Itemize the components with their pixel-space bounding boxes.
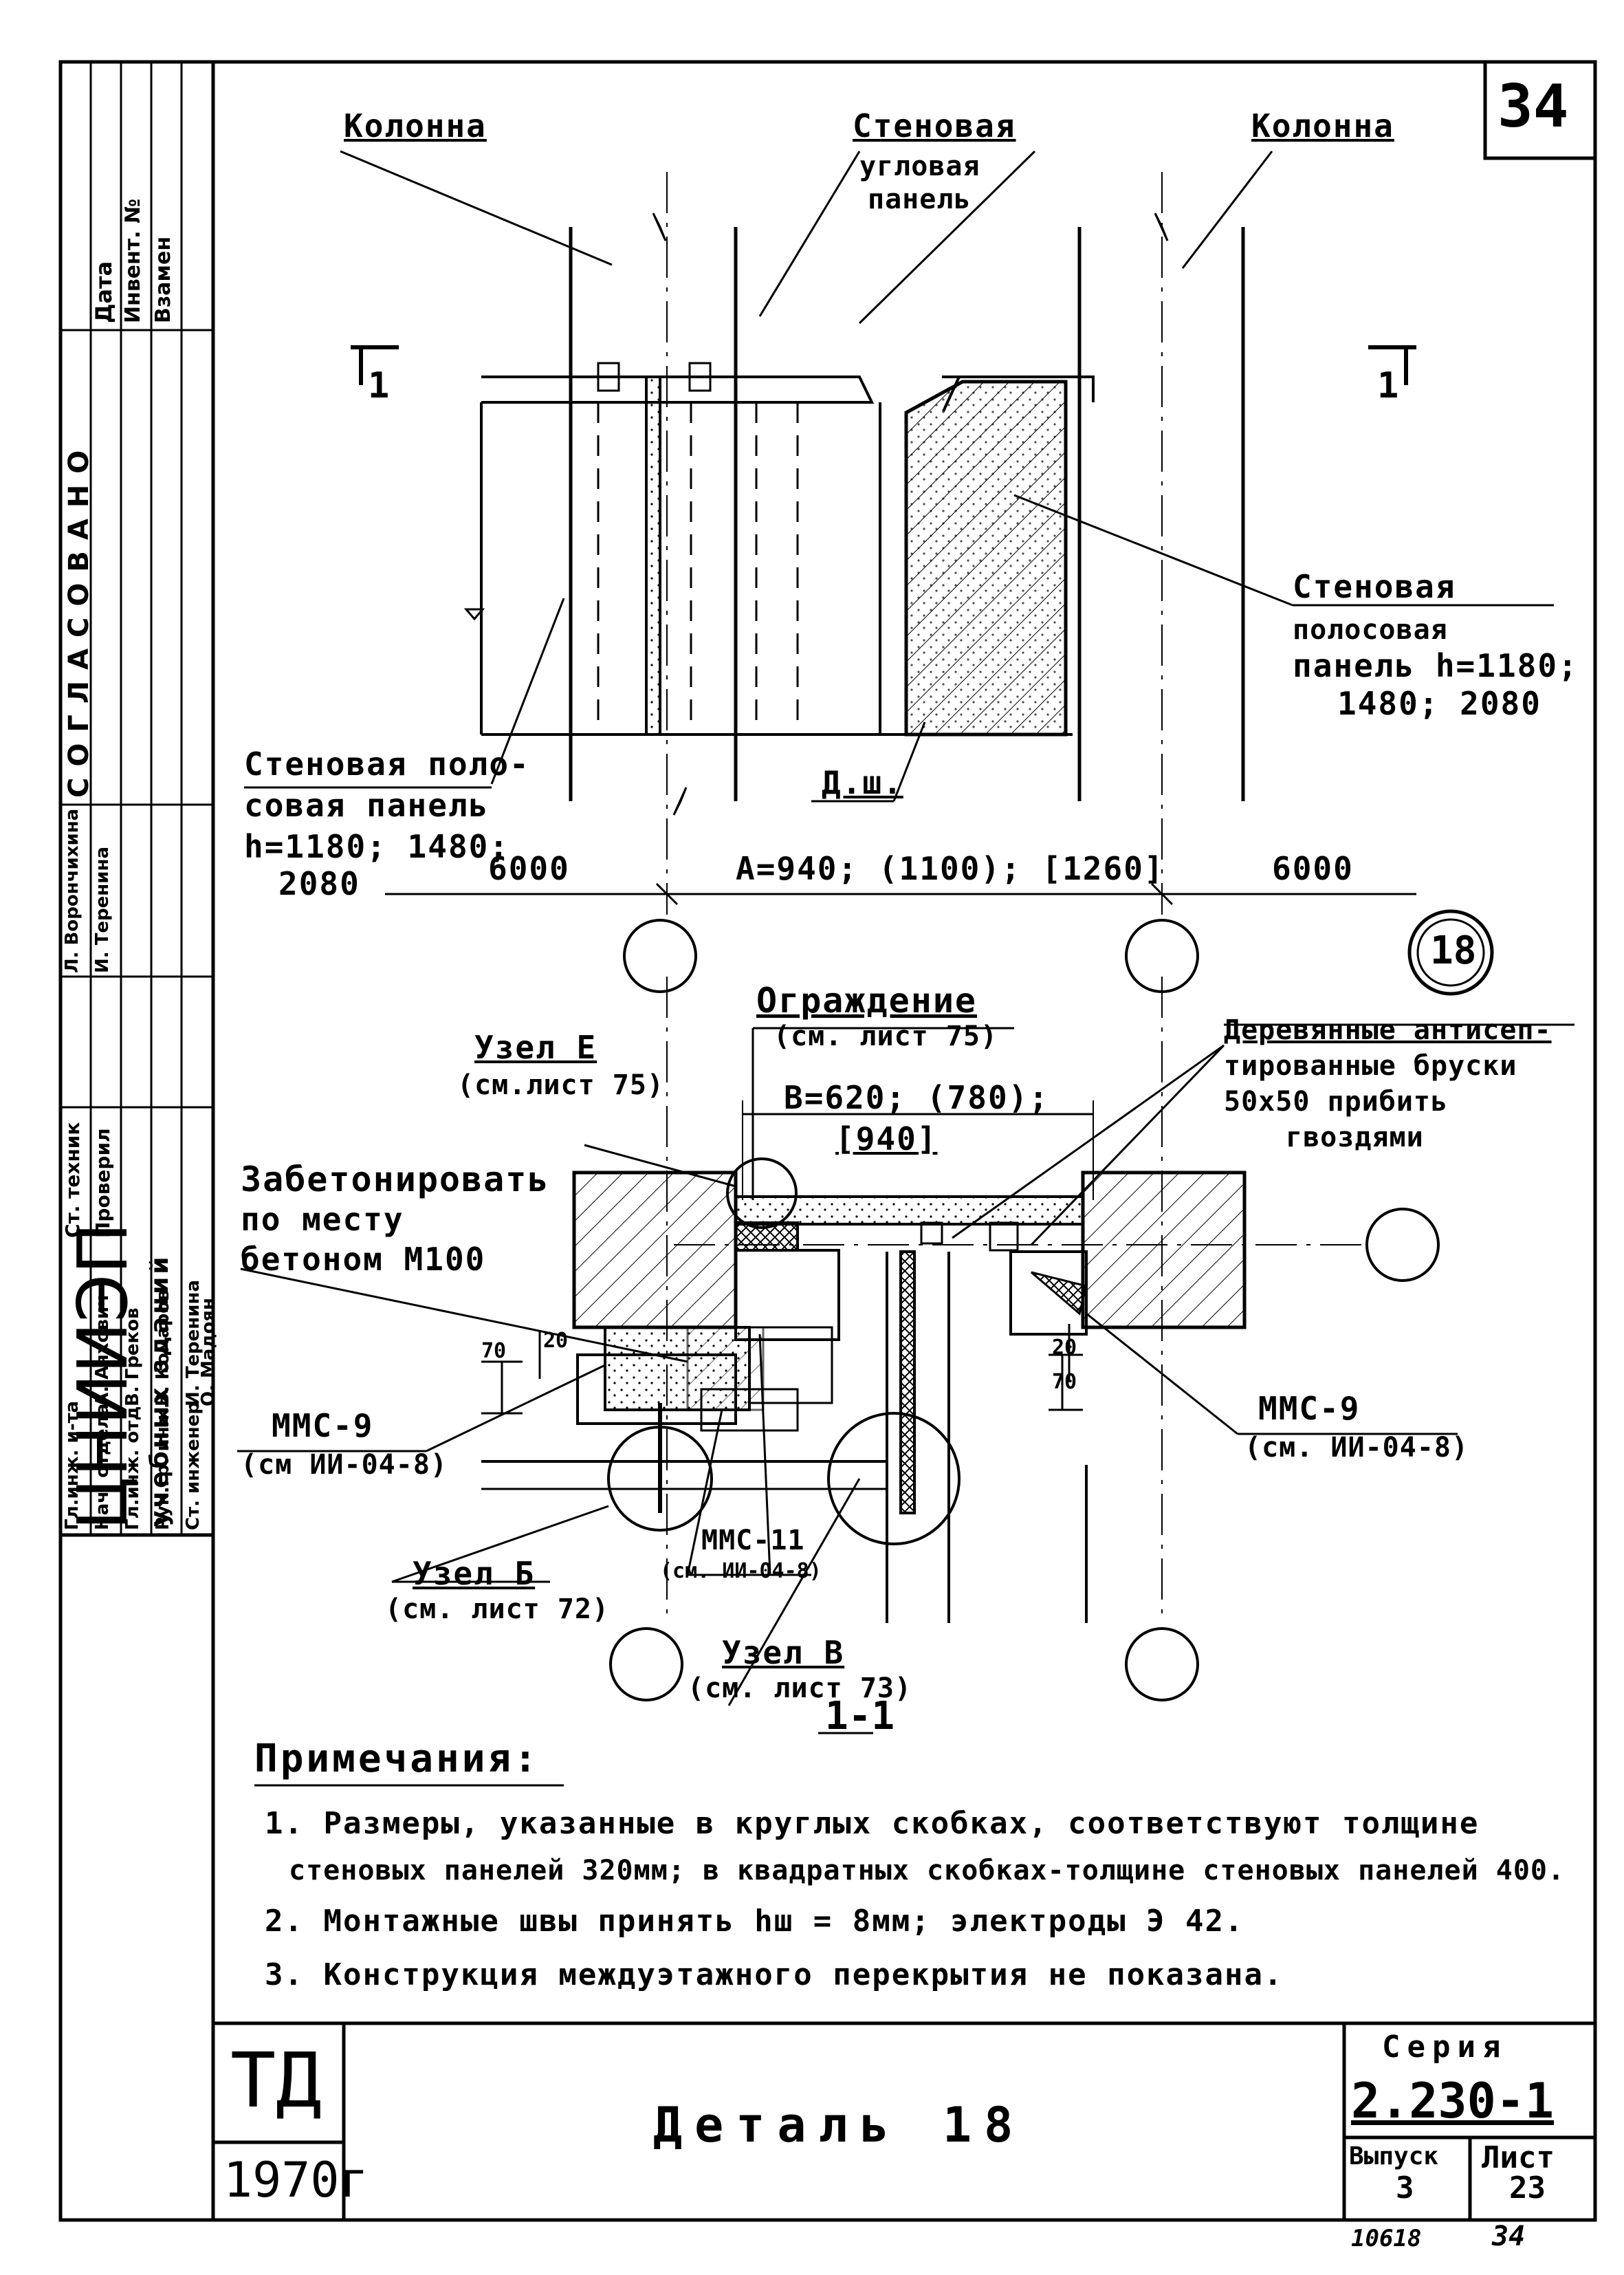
detail-number: 18: [1430, 928, 1477, 973]
series-value: 2.230-1: [1351, 2073, 1555, 2129]
note-1: 1. Размеры, указанные в круглых скобках,…: [265, 1806, 1480, 1841]
issue-value: 3: [1396, 2170, 1414, 2206]
bottom-right-number: 34: [1492, 2221, 1526, 2252]
label-node-v-1: Узел В: [722, 1634, 845, 1671]
label-bars-3: 50х50 прибить: [1224, 1086, 1449, 1118]
label-bars-2: тированные бруски: [1224, 1050, 1517, 1082]
notes-heading: Примечания:: [254, 1737, 540, 1781]
section-mark-left: 1: [368, 365, 390, 406]
label-node-e-2: (см.лист 75): [457, 1069, 664, 1101]
title-td: ТД: [230, 2036, 322, 2124]
dim-left: 6000: [488, 850, 570, 887]
stamp-role-4: Рук.гр. инж.: [153, 1402, 173, 1530]
label-strip-panel-right-3: панель h=1180;: [1293, 647, 1579, 684]
label-node-b-1: Узел Б: [413, 1555, 536, 1592]
stamp-role2-1: Ст. техник: [61, 1122, 84, 1238]
stamp-col-date: Дата: [91, 261, 117, 323]
stamp-role-1: Гл.инж. и-та: [62, 1400, 83, 1530]
label-concrete-3: бетоном М100: [241, 1241, 486, 1278]
dim-20-left: 20: [543, 1329, 569, 1353]
label-mms9-left-2: (см ИИ-04-8): [241, 1449, 448, 1481]
note-1b: стеновых панелей 320мм; в квадратных ско…: [289, 1855, 1566, 1886]
label-corner-panel-1: Стеновая: [853, 107, 1016, 144]
label-node-b-2: (см. лист 72): [385, 1593, 610, 1625]
label-column-right: Колонна: [1251, 107, 1394, 144]
stamp-name2-2: И. Теренина: [92, 847, 113, 973]
label-bars-4: гвоздями: [1286, 1122, 1424, 1153]
stamp-role-3: Гл.инж. отд.: [122, 1399, 143, 1530]
section-view: [237, 977, 1574, 1787]
sheet-frame: [58, 60, 1597, 2222]
label-node-e-1: Узел Е: [474, 1029, 597, 1066]
label-concrete-1: Забетонировать: [241, 1160, 550, 1199]
label-concrete-2: по месту: [241, 1201, 404, 1238]
label-fence-1: Ограждение: [756, 981, 978, 1021]
dim-b-2: [940]: [835, 1120, 938, 1157]
label-strip-panel-left-4: 2080: [278, 865, 360, 902]
dim-70-right: 70: [1052, 1370, 1077, 1394]
title-block-grid: [213, 2021, 1595, 2220]
label-strip-panel-left-1: Стеновая поло-: [244, 745, 530, 783]
label-strip-panel-right-2: полосовая: [1293, 614, 1448, 646]
stamp-col-inv: Инвент. №: [121, 198, 145, 323]
note-3: 3. Конструкция междуэтажного перекрытия …: [265, 1957, 1284, 1992]
dim-70-left: 70: [481, 1339, 507, 1363]
section-title: 1-1: [825, 1694, 895, 1739]
sheet-number-top: 34: [1497, 72, 1569, 141]
dim-right: 6000: [1272, 850, 1354, 887]
label-strip-panel-right-4: 1480; 2080: [1337, 685, 1541, 722]
label-mms11-2: (см. ИИ-04-8): [660, 1559, 822, 1583]
drawing-title: Деталь 18: [653, 2097, 1026, 2153]
stamp-name-1: А. Аяхович: [92, 1294, 113, 1406]
dim-center: А=940; (1100); [1260]: [736, 850, 1165, 887]
note-2: 2. Монтажные швы принять hш = 8мм; элект…: [265, 1904, 1244, 1939]
label-corner-panel-2: угловая: [859, 151, 980, 182]
stamp-role2-2: Проверил: [91, 1128, 114, 1238]
label-corner-panel-3: панель: [868, 184, 972, 215]
stamp-col-replace: Взамен: [151, 236, 175, 323]
label-mms9-right-2: (см. ИИ-04-8): [1244, 1432, 1469, 1463]
title-year: 1970г: [223, 2152, 369, 2208]
plan-view: [244, 150, 1554, 996]
stamp-role-5: Ст. инженер: [183, 1402, 204, 1530]
label-seam: Д.ш.: [822, 764, 903, 801]
label-strip-panel-left-2: совая панель: [244, 787, 490, 824]
stamp-role-2: Нач. отдела: [92, 1403, 113, 1530]
label-mms9-left-1: ММС-9: [272, 1407, 374, 1444]
dim-20-right: 20: [1052, 1336, 1077, 1360]
issue-label: Выпуск: [1349, 2142, 1439, 2170]
dim-b-1: В=620; (780);: [784, 1079, 1050, 1116]
stamp-approved: СОГЛАСОВАНО: [63, 439, 95, 798]
label-strip-panel-left-3: h=1180; 1480;: [244, 828, 510, 865]
side-stamp-grid: [61, 62, 213, 1537]
label-strip-panel-right-1: Стеновая: [1293, 568, 1456, 605]
sheet-value: 23: [1509, 2170, 1546, 2206]
label-node-v-2: (см. лист 73): [688, 1673, 912, 1704]
series-label: Серия: [1382, 2029, 1508, 2065]
label-mms9-right-1: ММС-9: [1258, 1390, 1361, 1427]
label-column-left: Колонна: [344, 107, 487, 144]
label-fence-2: (см. лист 75): [773, 1021, 998, 1052]
label-mms11-1: ММС-11: [701, 1525, 805, 1556]
label-bars-1: Деревянные антисеп-: [1224, 1014, 1552, 1046]
stamp-name-2: В. Греков: [122, 1307, 143, 1406]
section-mark-right: 1: [1377, 365, 1399, 406]
stamp-name-5: О. Мадоян: [198, 1298, 219, 1406]
bottom-left-number: 10618: [1351, 2225, 1422, 2252]
sheet-label: Лист: [1482, 2140, 1555, 2175]
stamp-name-3: В. Комаров: [153, 1289, 173, 1406]
stamp-name2-1: Л. Ворончихина: [62, 808, 83, 973]
